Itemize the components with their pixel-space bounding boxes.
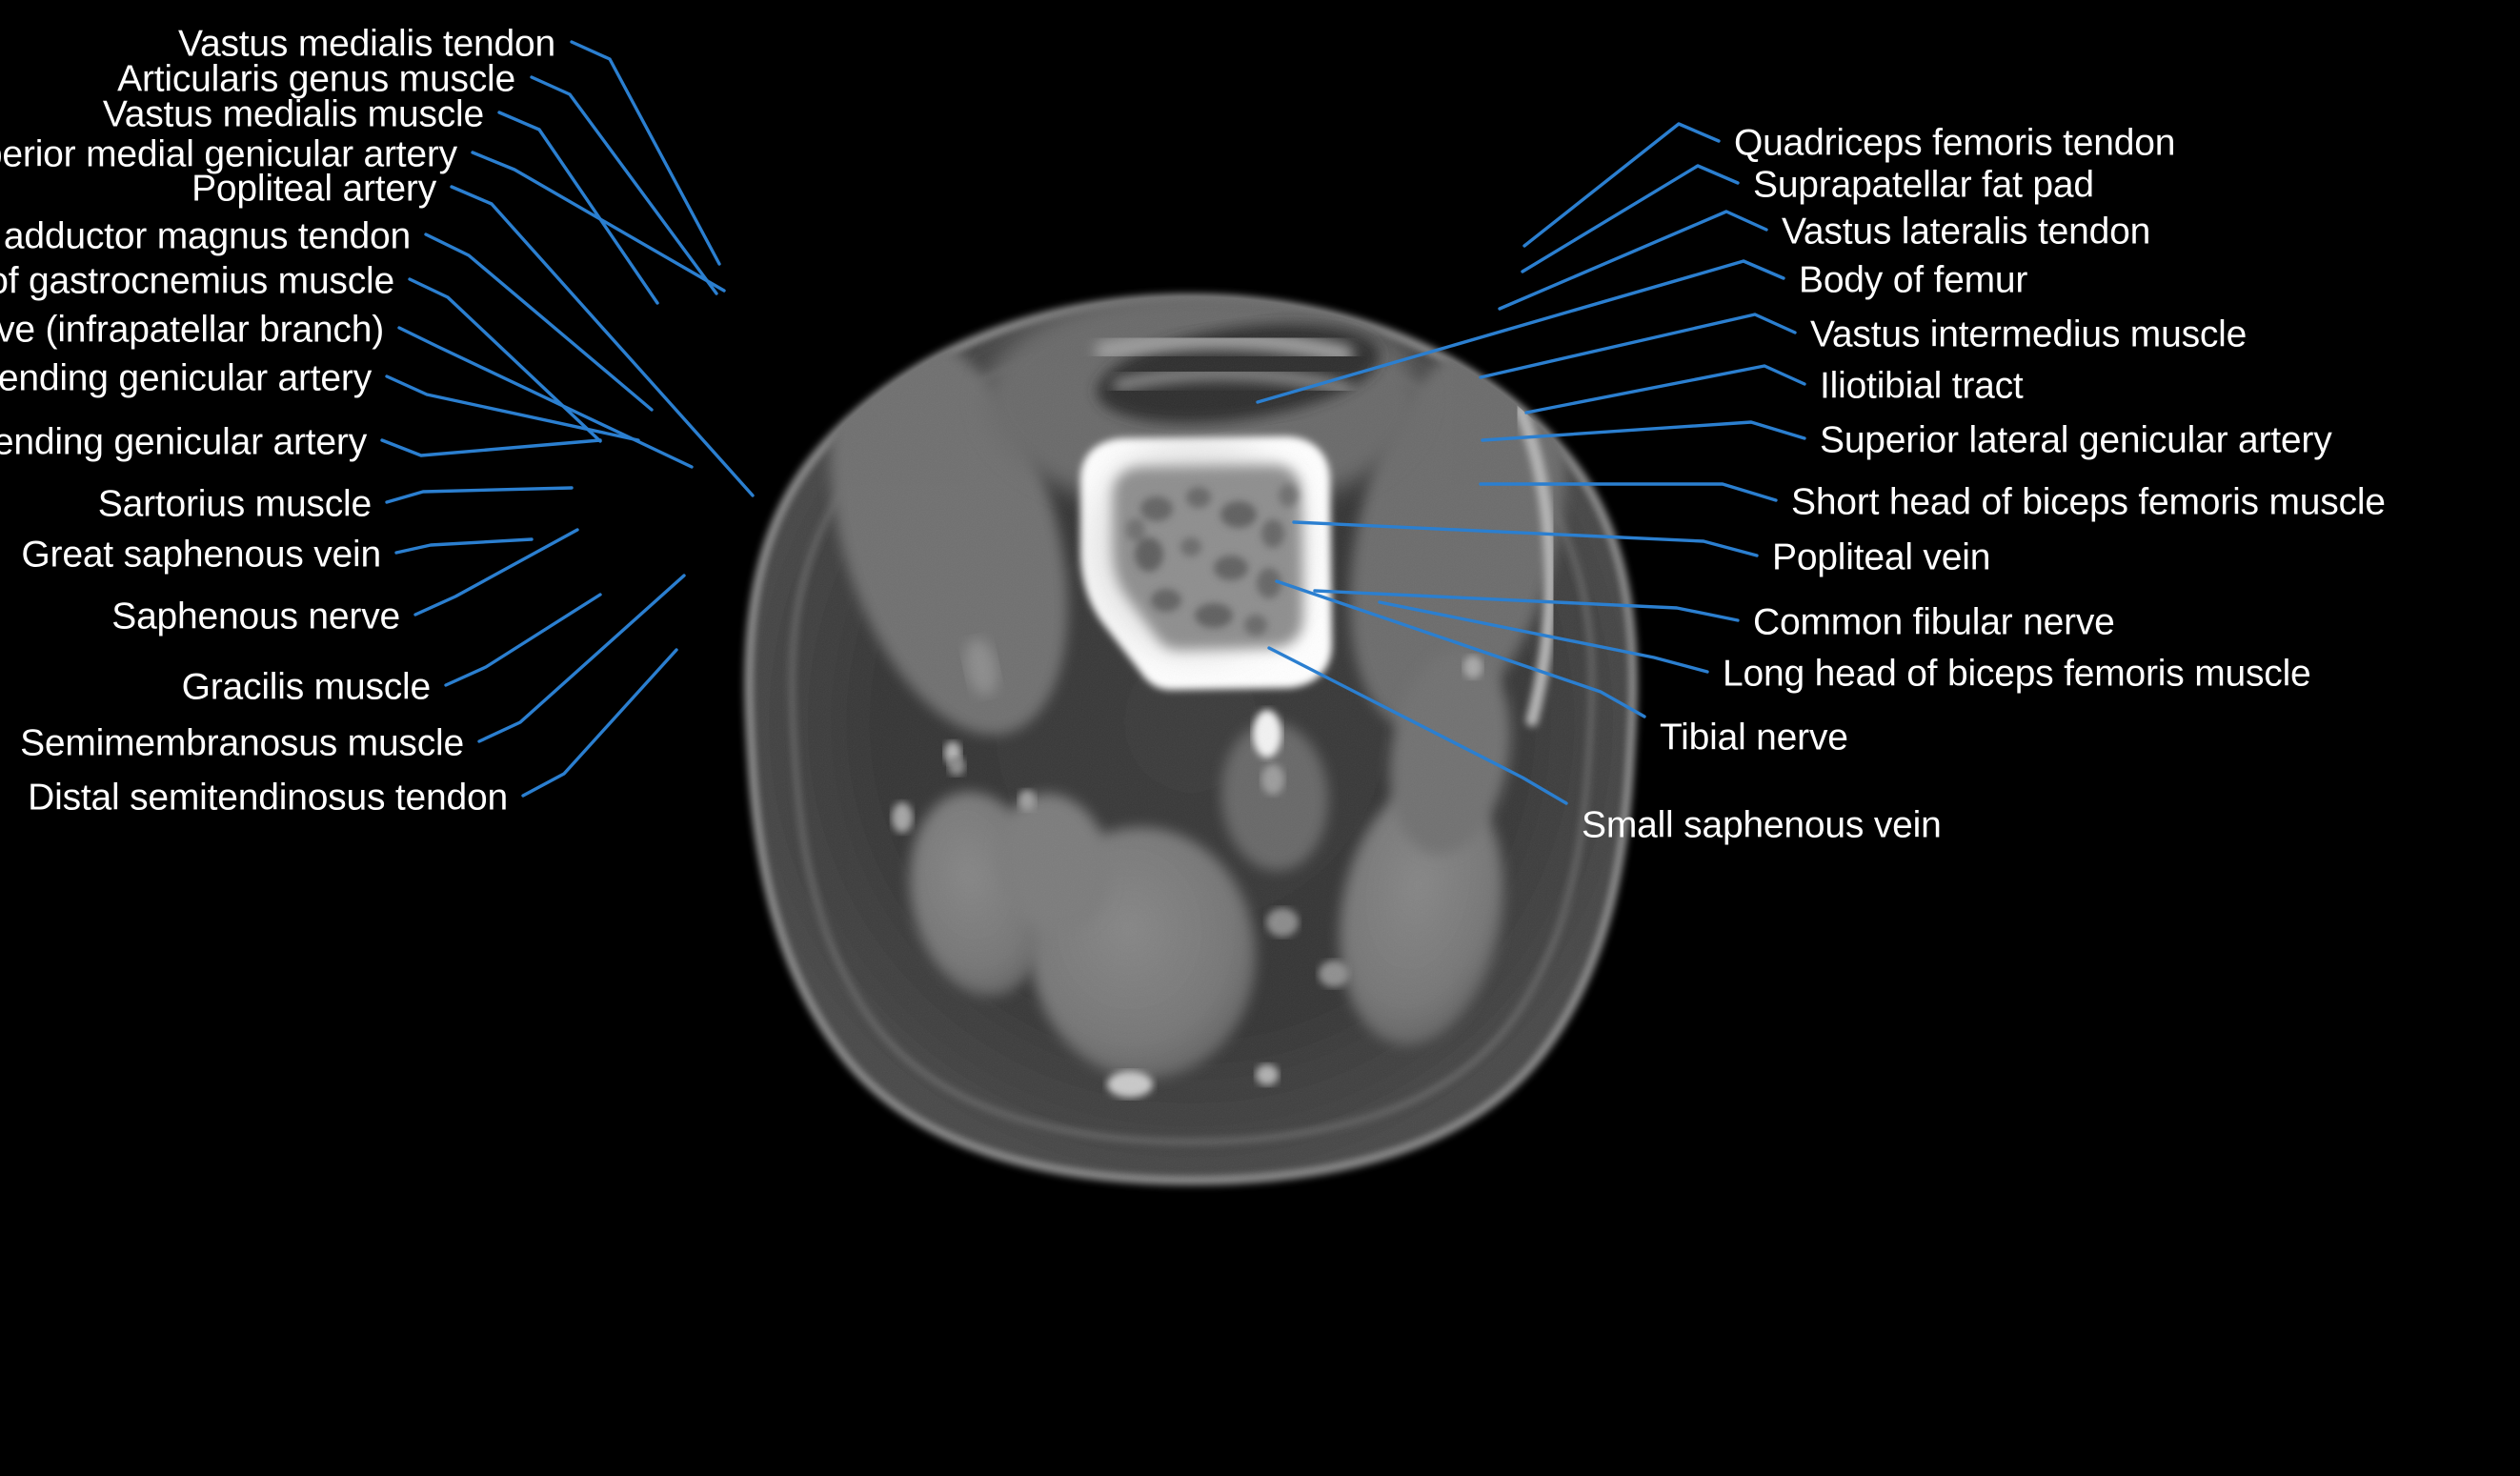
label-small-saphenous-vein[interactable]: Small saphenous vein [1582,804,1942,846]
leader-line-superior-medial-genicular-artery [471,151,726,293]
label-vastus-intermedius-muscle[interactable]: Vastus intermedius muscle [1810,313,2248,355]
label-superior-lateral-genicular-artery[interactable]: Superior lateral genicular artery [1820,419,2332,461]
label-saphenous-nerve[interactable]: Saphenous nerve [111,596,400,637]
leg-cross-section [744,293,1638,1185]
leader-line-body-of-femur [1256,259,1785,404]
leader-line-long-head-biceps-femoris [1378,600,1709,674]
leader-line-distal-adductor-magnus-tendon [424,233,654,412]
leader-line-vastus-lateralis-tendon [1498,210,1768,311]
label-semimembranosus-muscle[interactable]: Semimembranosus muscle [20,722,464,764]
label-vastus-medialis-muscle[interactable]: Vastus medialis muscle [102,93,484,135]
leader-line-descending-genicular-artery-1 [385,374,640,442]
leader-line-medial-head-gastrocnemius [408,277,602,443]
leader-line-vastus-intermedius-muscle [1479,313,1797,379]
label-descending-genicular-artery-2[interactable]: Descending genicular artery [0,421,367,463]
label-descending-genicular-artery-1[interactable]: Descending genicular artery [0,357,372,399]
label-distal-adductor-magnus-tendon[interactable]: Distal adductor magnus tendon [0,215,411,257]
leader-line-great-saphenous-vein [394,537,534,555]
label-vastus-lateralis-tendon[interactable]: Vastus lateralis tendon [1782,211,2151,253]
label-suprapatellar-fat-pad[interactable]: Suprapatellar fat pad [1753,164,2094,206]
leader-lines-left [380,40,755,798]
leader-line-distal-semitendinosus-tendon [521,648,678,798]
label-popliteal-artery[interactable]: Popliteal artery [192,168,436,210]
label-sartorius-muscle[interactable]: Sartorius muscle [97,483,372,525]
leader-line-gracilis-muscle [444,593,602,687]
leader-line-vastus-medialis-tendon [570,40,721,266]
leader-line-small-saphenous-vein [1267,646,1568,805]
leader-line-saphenous-nerve-infrapatellar [397,326,694,469]
label-quadriceps-femoris-tendon[interactable]: Quadriceps femoris tendon [1734,122,2176,164]
label-superior-medial-genicular-artery[interactable]: Superior medial genicular artery [0,133,457,175]
leader-line-popliteal-vein [1292,520,1759,557]
label-articularis-genus-muscle[interactable]: Articularis genus muscle [117,58,515,100]
label-body-of-femur[interactable]: Body of femur [1799,259,2028,301]
leader-line-sartorius-muscle [385,486,574,504]
label-saphenous-nerve-infrapatellar[interactable]: Saphenous nerve (infrapatellar branch) [0,309,384,351]
label-popliteal-vein[interactable]: Popliteal vein [1772,536,1991,578]
leader-line-short-head-biceps-femoris [1479,482,1778,502]
label-great-saphenous-vein[interactable]: Great saphenous vein [21,534,381,576]
leader-line-iliotibial-tract [1524,364,1806,414]
label-tibial-nerve[interactable]: Tibial nerve [1660,717,1848,758]
leader-line-common-fibular-nerve [1313,589,1740,622]
label-short-head-biceps-femoris[interactable]: Short head of biceps femoris muscle [1791,481,2386,523]
leader-line-popliteal-artery [450,185,755,497]
label-gracilis-muscle[interactable]: Gracilis muscle [181,666,432,708]
leader-line-saphenous-nerve [413,528,579,617]
leader-line-tibial-nerve [1275,579,1646,718]
leader-line-vastus-medialis-muscle [497,111,659,305]
ct-noise-overlay [748,297,1634,1182]
label-medial-head-gastrocnemius[interactable]: Medial head of gastrocnemius muscle [0,260,394,302]
label-common-fibular-nerve[interactable]: Common fibular nerve [1753,601,2115,643]
leader-line-superior-lateral-genicular-artery [1481,420,1806,442]
leader-line-descending-genicular-artery-2 [380,438,602,457]
label-iliotibial-tract[interactable]: Iliotibial tract [1820,365,2024,407]
label-distal-semitendinosus-tendon[interactable]: Distal semitendinosus tendon [28,777,508,819]
leader-line-semimembranosus-muscle [477,574,686,743]
leader-line-suprapatellar-fat-pad [1521,164,1740,273]
leader-line-quadriceps-femoris-tendon [1522,122,1721,248]
leader-line-articularis-genus-muscle [530,75,718,295]
leader-lines-right [1256,122,1806,805]
label-vastus-medialis-tendon[interactable]: Vastus medialis tendon [178,23,555,65]
label-long-head-biceps-femoris[interactable]: Long head of biceps femoris muscle [1723,653,2311,695]
